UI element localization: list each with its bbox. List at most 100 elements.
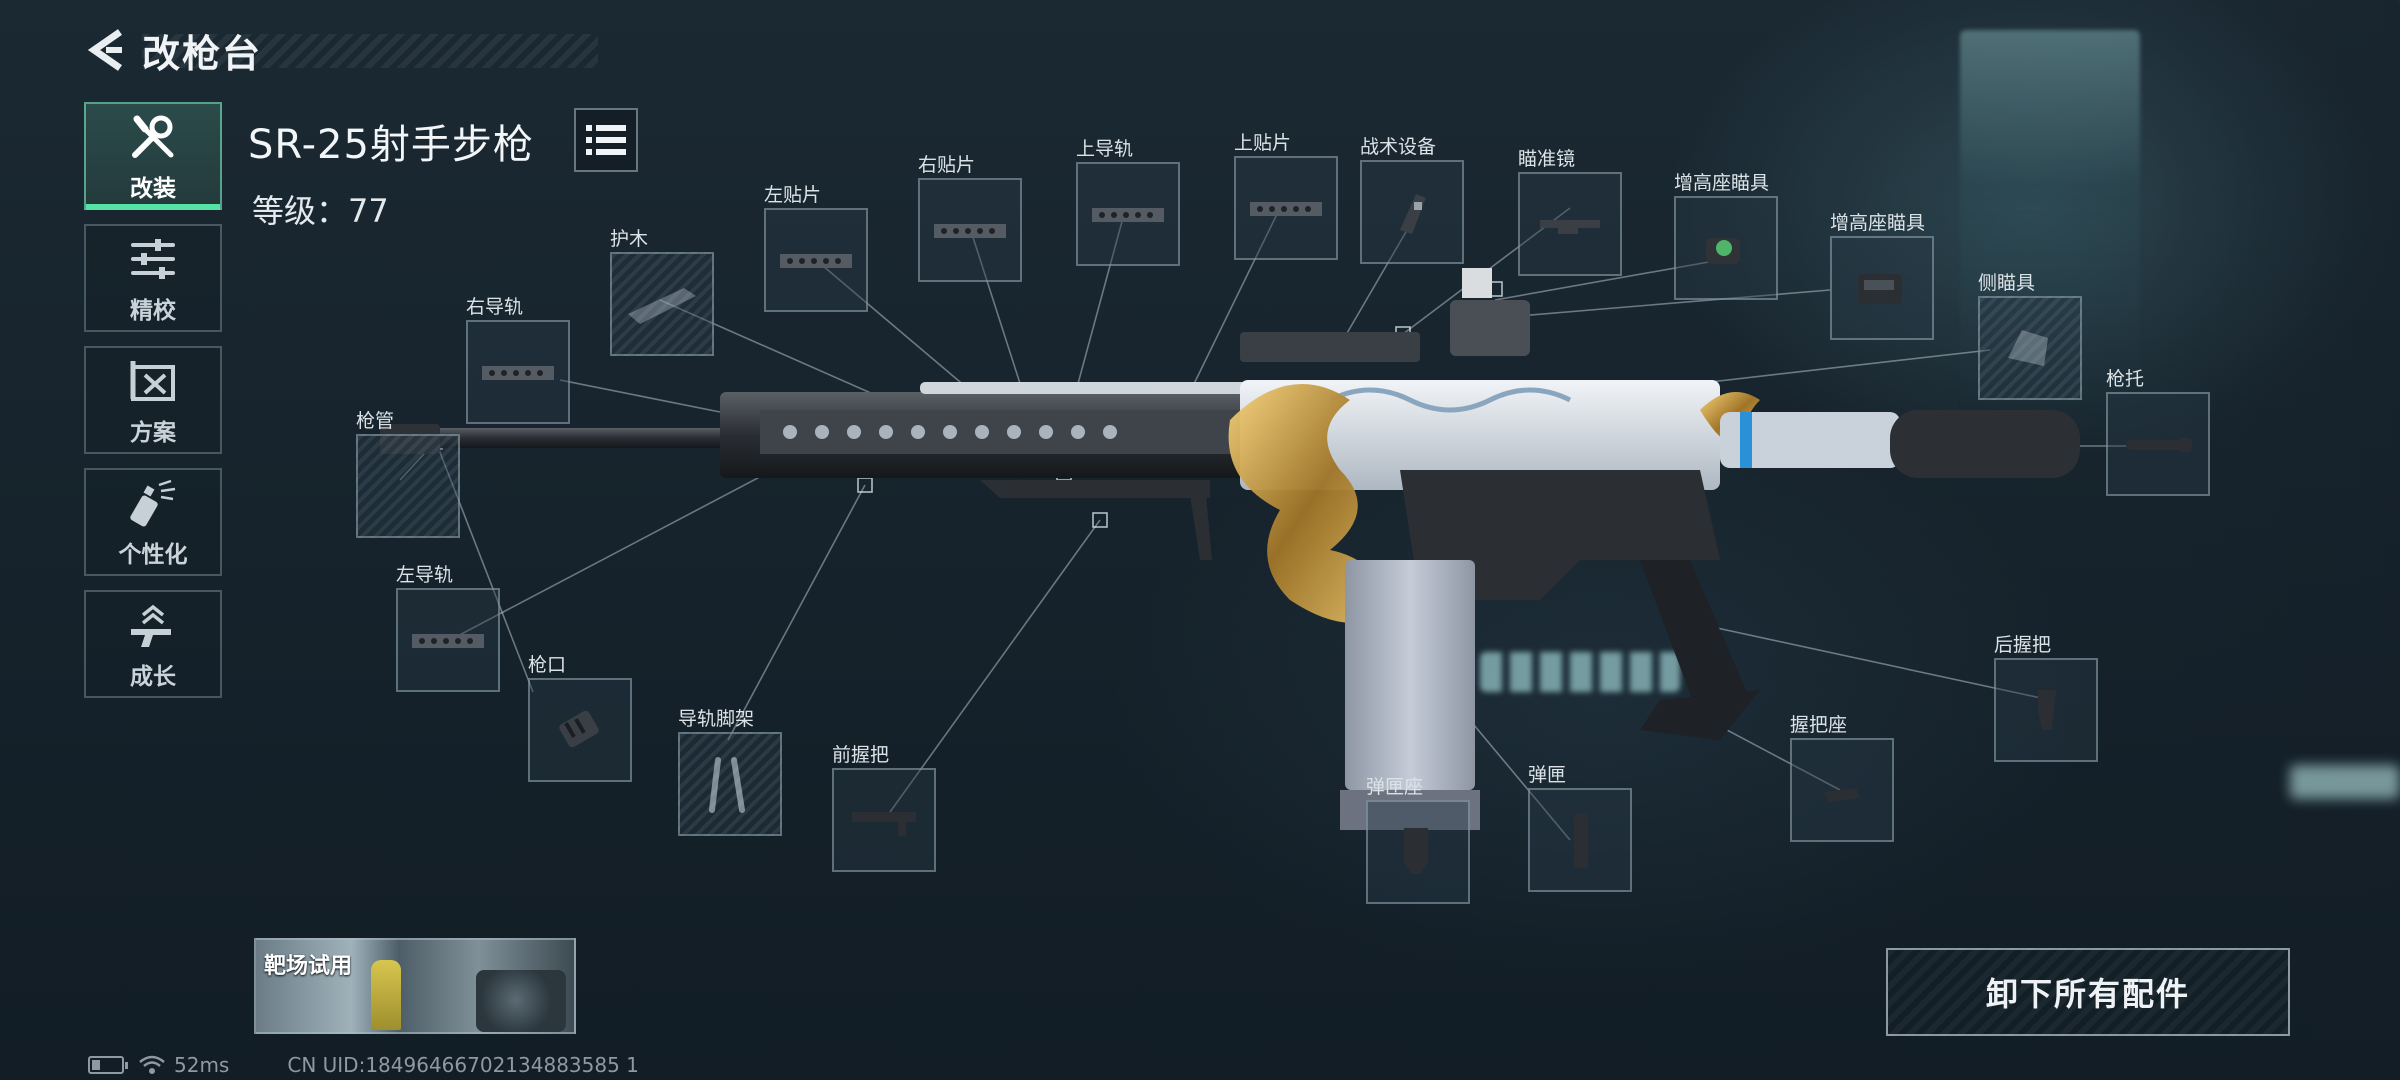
sidebar-item-tune[interactable]: 精校: [84, 224, 222, 332]
slot-left-rail[interactable]: 左导轨: [396, 564, 500, 692]
slot-frame: [1360, 160, 1464, 264]
slot-label: 握把座: [1790, 714, 1848, 736]
bipod-icon: [709, 757, 745, 813]
slot-label: 增高座瞄具: [1674, 172, 1770, 194]
range-target-figure: [371, 960, 401, 1030]
rail-patch-icon: [1092, 208, 1164, 222]
slot-label: 导轨脚架: [678, 708, 755, 730]
slot-magazine[interactable]: 弹匣: [1528, 764, 1632, 892]
slot-label: 护木: [610, 228, 649, 250]
slot-scope[interactable]: 瞄准镜: [1518, 148, 1622, 276]
red-dot-sight-icon: [1706, 238, 1740, 264]
slot-grip-mount[interactable]: 握把座: [1790, 714, 1894, 842]
slot-frame: [918, 178, 1022, 282]
slot-handguard[interactable]: 护木: [610, 228, 714, 356]
rail-patch-icon: [1250, 202, 1322, 216]
sidebar-item-label: 改装: [130, 176, 176, 202]
slot-barrel[interactable]: 枪管: [356, 410, 460, 538]
slot-frame: [1518, 172, 1622, 276]
slot-frame: [1674, 196, 1778, 300]
range-prop: [476, 970, 566, 1032]
uid-readout: CN UID:18496466702134883585 1: [287, 1053, 639, 1077]
slot-label: 战术设备: [1360, 136, 1437, 158]
slot-right-patch[interactable]: 右贴片: [918, 154, 1022, 282]
slot-frame: [764, 208, 868, 312]
foregrip-icon: [852, 812, 916, 836]
rail-patch-icon: [934, 224, 1006, 238]
slot-label: 弹匣: [1528, 764, 1567, 786]
sidebar-item-personalize[interactable]: 个性化: [84, 468, 222, 576]
detach-all-button[interactable]: 卸下所有配件: [1886, 948, 2290, 1036]
slot-label: 瞄准镜: [1518, 148, 1576, 170]
slot-muzzle[interactable]: 枪口: [528, 654, 632, 782]
slot-frame: [678, 732, 782, 836]
blueprint-icon: [130, 361, 175, 401]
stock-icon: [2126, 438, 2192, 452]
sidebar-item-growth[interactable]: 成长: [84, 590, 222, 698]
slot-frame: [2106, 392, 2210, 496]
back-arrow-icon: [87, 29, 122, 71]
battery-icon: [88, 1056, 128, 1074]
grip-mount-icon: [1824, 788, 1860, 802]
mag-mount-icon: [1404, 828, 1428, 874]
tactical-device-icon: [1400, 194, 1426, 234]
sidebar-item-label: 个性化: [118, 542, 188, 568]
slot-label: 右导轨: [466, 296, 524, 318]
status-bar: 52ms CN UID:18496466702134883585 1: [88, 1052, 639, 1078]
side-sight-icon: [2008, 330, 2048, 366]
background-light-strip: [1480, 652, 1680, 692]
slot-frame: [356, 434, 460, 538]
slot-bipod[interactable]: 导轨脚架: [678, 708, 782, 836]
slot-frame: [1830, 236, 1934, 340]
weapon-list-button[interactable]: [574, 108, 638, 172]
slot-frame: [1076, 162, 1180, 266]
weapon-name: SR-25射手步枪: [248, 122, 534, 168]
slot-frame: [1790, 738, 1894, 842]
slot-label: 前握把: [832, 744, 890, 766]
sidebar-item-label: 方案: [130, 420, 176, 446]
slot-label: 增高座瞄具: [1830, 212, 1926, 234]
slot-tactical-device[interactable]: 战术设备: [1360, 136, 1464, 264]
test-range-button[interactable]: 靶场试用: [254, 938, 576, 1034]
slot-riser-sight-1[interactable]: 增高座瞄具: [1674, 172, 1778, 300]
muzzle-brake-icon: [559, 710, 599, 748]
slot-mag-mount[interactable]: 弹匣座: [1366, 776, 1470, 904]
rail-patch-icon: [780, 254, 852, 268]
sidebar-item-modify[interactable]: 改装: [84, 102, 222, 210]
slot-top-rail[interactable]: 上导轨: [1076, 138, 1180, 266]
rail-patch-icon: [412, 634, 484, 648]
background-light-panel: [1960, 30, 2140, 420]
background-shade: [2150, 0, 2400, 1080]
sidebar-item-label: 精校: [130, 298, 176, 324]
slot-frame: [396, 588, 500, 692]
slot-frame: [1234, 156, 1338, 260]
slot-riser-sight-2[interactable]: 增高座瞄具: [1830, 212, 1934, 340]
back-button[interactable]: [82, 26, 130, 74]
test-range-label: 靶场试用: [264, 954, 353, 979]
slot-frame: [1528, 788, 1632, 892]
slot-left-patch[interactable]: 左贴片: [764, 184, 868, 312]
list-icon: [586, 125, 626, 155]
slot-frame: [1366, 800, 1470, 904]
gun-upgrade-icon: [131, 604, 171, 647]
slot-label: 上贴片: [1234, 132, 1292, 154]
slot-rear-grip[interactable]: 后握把: [1994, 634, 2098, 762]
slot-top-patch[interactable]: 上贴片: [1234, 132, 1338, 260]
scope-icon: [1540, 220, 1600, 234]
handguard-icon: [628, 288, 696, 324]
sidebar-item-blueprint[interactable]: 方案: [84, 346, 222, 454]
slot-stock[interactable]: 枪托: [2106, 368, 2210, 496]
slot-frame: [466, 320, 570, 424]
slot-label: 枪口: [528, 654, 567, 676]
page-header: 改枪台: [82, 22, 598, 78]
weapon-level: 等级：77: [252, 192, 389, 230]
slot-label: 枪管: [356, 410, 395, 432]
slot-label: 侧瞄具: [1978, 272, 2036, 294]
slot-side-sight[interactable]: 侧瞄具: [1978, 272, 2082, 400]
slot-right-rail[interactable]: 右导轨: [466, 296, 570, 424]
wifi-icon: [139, 1055, 165, 1074]
slot-frame: [1978, 296, 2082, 400]
slot-label: 左贴片: [764, 184, 822, 206]
slot-foregrip[interactable]: 前握把: [832, 744, 936, 872]
ping-readout: 52ms: [174, 1053, 230, 1077]
